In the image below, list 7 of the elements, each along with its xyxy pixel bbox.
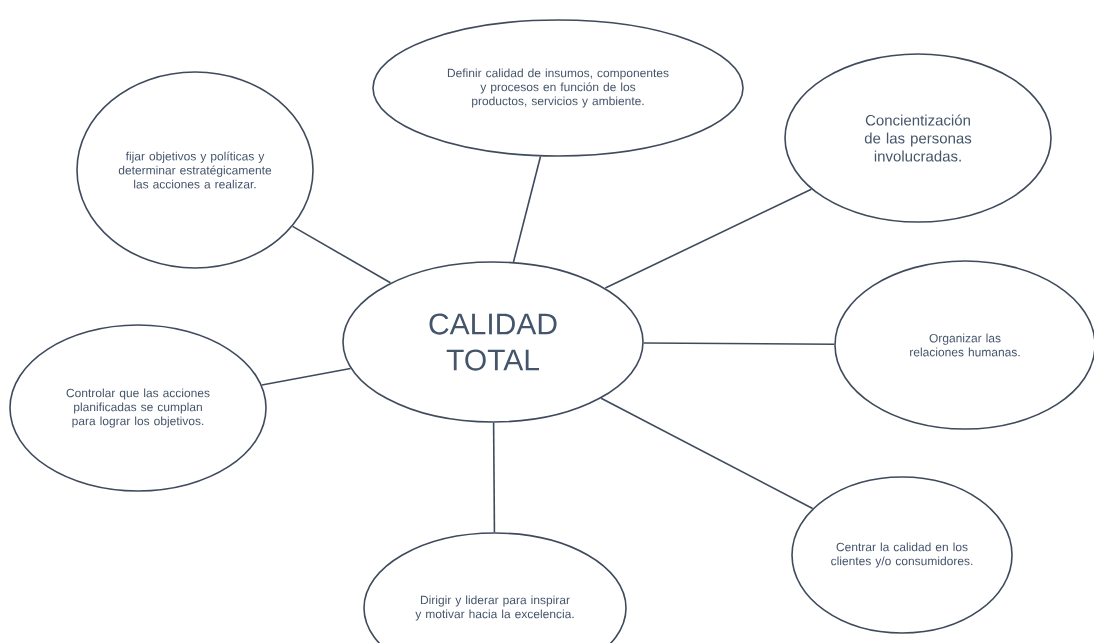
connector-line [512, 155, 542, 263]
connector-line [291, 225, 392, 284]
connector-line [600, 397, 814, 510]
connector-line [604, 188, 813, 289]
connector-line [643, 342, 835, 345]
connector-line [492, 422, 496, 533]
connector-line [261, 367, 352, 386]
